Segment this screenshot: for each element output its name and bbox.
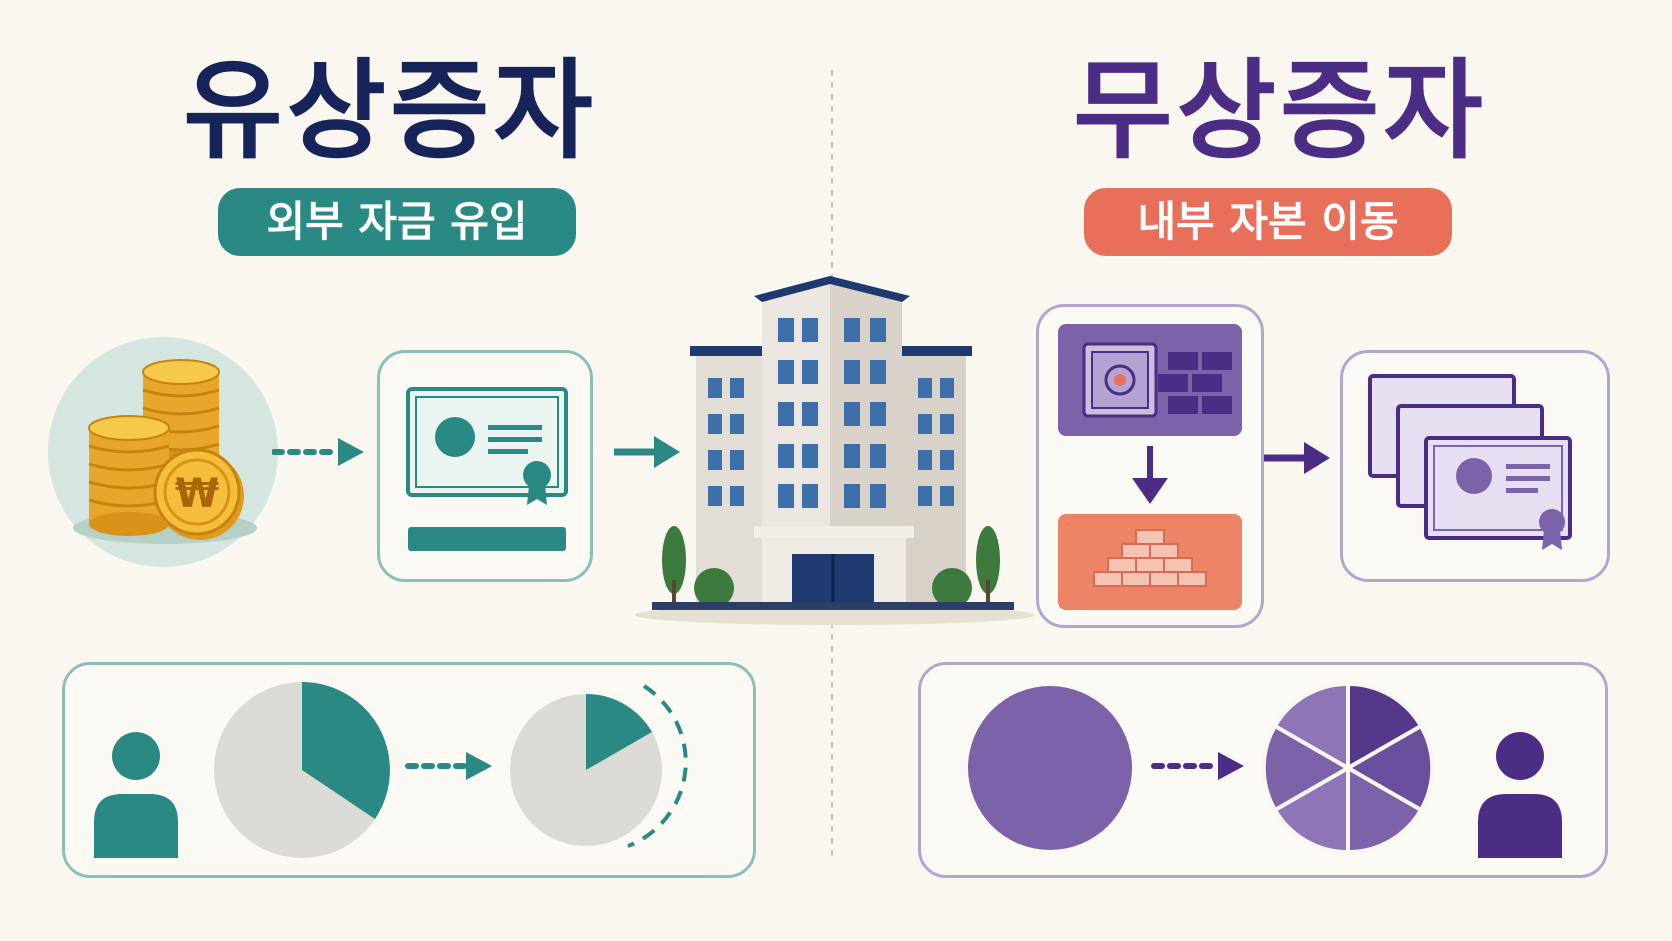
- vault-icon: [1082, 342, 1158, 418]
- arrow-down-icon: [1132, 446, 1168, 504]
- shareholding-dilution-diagram: [94, 682, 688, 858]
- pie-split-icon: [1261, 681, 1435, 855]
- pie-share-icon: [510, 684, 688, 848]
- office-building-icon: [635, 276, 1035, 625]
- dotted-arrow-icon: [405, 752, 492, 780]
- certificates-stack-icon: [1368, 374, 1572, 550]
- external-funding-badge: 외부 자금 유입: [218, 188, 576, 256]
- share-split-diagram: [968, 681, 1562, 858]
- arrow-right-icon: [1264, 442, 1330, 474]
- won-coin-icon: ₩: [175, 471, 219, 517]
- shareholder-icon: [94, 732, 178, 858]
- paid-in-capital-increase-title: 유상증자: [183, 49, 597, 174]
- bonus-issue-title: 무상증자: [1073, 49, 1487, 174]
- certificate-icon: [406, 387, 568, 551]
- shareholder-icon: [1478, 732, 1562, 858]
- capital-reserve-transfer-diagram: [1058, 324, 1242, 610]
- gold-bars-icon: [1158, 352, 1232, 414]
- internal-capital-transfer-badge: 내부 자본 이동: [1084, 188, 1452, 256]
- dotted-arrow-icon: [272, 438, 364, 466]
- pie-share-icon: [214, 682, 390, 858]
- new-share-certificate-card: [377, 350, 593, 582]
- coin-stack-icon: ₩: [48, 337, 278, 567]
- arrow-right-icon: [614, 436, 680, 468]
- bricks-icon: [1093, 529, 1207, 587]
- dotted-arrow-icon: [1151, 752, 1244, 780]
- pie-whole-icon: [968, 686, 1132, 850]
